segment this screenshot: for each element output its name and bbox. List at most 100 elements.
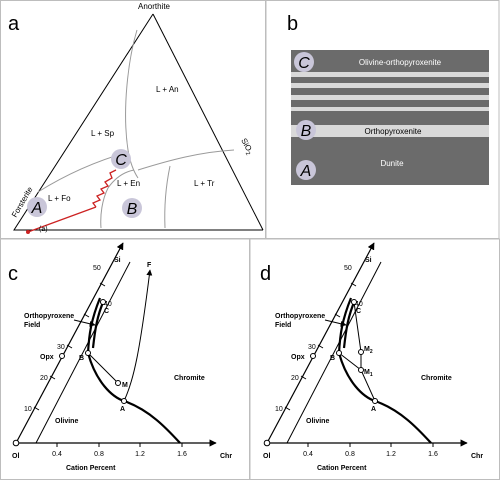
- si-tick-10-d: 10: [275, 406, 283, 413]
- marker-c-ternary: C: [111, 149, 131, 169]
- chromite-region-c: Chromite: [174, 375, 205, 382]
- point-b-c: [85, 350, 91, 356]
- panel-d-letter: d: [260, 263, 271, 285]
- point-m1-d: [358, 367, 364, 373]
- x-tick-1-2-d: 1.2: [386, 451, 396, 458]
- si-tick-10: 10: [24, 406, 32, 413]
- boundary-fo-en: [100, 169, 135, 229]
- origin-point: [12, 439, 20, 447]
- x-tick-0-8: 0.8: [94, 451, 104, 458]
- crystallization-zigzag: [91, 169, 117, 208]
- layer-orthopyroxenite-label: Orthopyroxenite: [365, 127, 422, 136]
- opx-field-label-line1-c: Orthopyroxene: [24, 313, 74, 320]
- panel-c-letter: c: [8, 263, 18, 285]
- marker-b-layers: B: [296, 120, 316, 140]
- opx-label-d: Opx: [291, 354, 305, 361]
- svg-text:B: B: [301, 123, 312, 140]
- panel-b-letter: b: [287, 13, 298, 35]
- boundary-inner: [91, 299, 106, 349]
- opx-line-d: [286, 261, 382, 444]
- edge-sio2-label: SiO2: [237, 137, 255, 157]
- point-m1-label-d: M1: [364, 369, 373, 378]
- point-a-d: [372, 398, 378, 404]
- si-axis-ticks-d: [284, 282, 357, 411]
- si-tick-50-d: 50: [344, 265, 352, 272]
- opx-field-label-line2-c: Field: [24, 322, 40, 329]
- origin-label: Ol: [12, 453, 19, 460]
- origin-point-d: [263, 439, 271, 447]
- layer-stripe-2: [291, 83, 489, 88]
- boundary-upper: [86, 297, 102, 354]
- panel-d: d 10 20 30 40 50 Si 0.4 0.8 1.2 1.6 Cati…: [260, 242, 483, 472]
- layer-dunite-label: Dunite: [380, 159, 404, 168]
- panel-a: a Anorthite L + Sp L + An L + Fo L + En …: [8, 2, 264, 234]
- si-axis: [15, 242, 124, 444]
- x-tick-0-4: 0.4: [52, 451, 62, 458]
- si-axis-ticks: [33, 282, 106, 411]
- point-c-d: [351, 299, 357, 305]
- point-m2-d: [358, 349, 364, 355]
- point-f-label-c: F: [147, 262, 152, 269]
- field-l-sp: L + Sp: [91, 129, 115, 138]
- field-l-fo: L + Fo: [48, 194, 71, 203]
- point-m2-label-d: M2: [364, 346, 373, 355]
- x-tick-0-8-d: 0.8: [345, 451, 355, 458]
- path-a-f: [123, 269, 153, 402]
- point-a-label-c: A: [120, 406, 125, 413]
- crystallization-path: [27, 206, 97, 233]
- point-c-label-c: C: [104, 308, 109, 315]
- x-axis-ticks: [56, 443, 183, 447]
- si-tick-40-d: 40: [355, 301, 363, 308]
- point-b-label-d: B: [330, 355, 335, 362]
- svg-text:C: C: [298, 55, 310, 72]
- si-apex-label: Si: [114, 257, 121, 264]
- olivine-region-c: Olivine: [55, 418, 78, 425]
- layer-orthopyroxenite: [291, 125, 489, 137]
- ternary-right-edge: [152, 13, 264, 231]
- boundary-an-tr: [137, 149, 235, 171]
- point-m-c: [115, 380, 121, 386]
- layer-olivine-orthopyroxenite-label: Olivine-orthopyroxenite: [359, 58, 442, 67]
- boundary-inner-d: [342, 299, 357, 349]
- point-b-label-c: B: [79, 355, 84, 362]
- field-leader-d: [324, 319, 347, 327]
- x-axis-label-d: Cation Percent: [317, 465, 367, 472]
- opx-line: [35, 261, 131, 444]
- point-c-label-d: C: [356, 308, 361, 315]
- svg-text:A: A: [300, 163, 312, 180]
- si-tick-30-d: 30: [308, 344, 316, 351]
- path-b-m1-d: [338, 352, 362, 371]
- field-l-an: L + An: [156, 85, 179, 94]
- path-label-a: (a): [39, 226, 48, 233]
- marker-c-layers: C: [294, 52, 314, 72]
- si-axis-d: [266, 242, 375, 444]
- path-a-m2-c-d: [353, 301, 376, 402]
- x-axis-ticks-d: [307, 443, 434, 447]
- si-tick-50: 50: [93, 265, 101, 272]
- opx-field-label-line2-d: Field: [275, 322, 291, 329]
- ternary-triangle: [13, 13, 263, 231]
- layer-stripe-1: [291, 72, 489, 77]
- boundary-lower-d: [337, 352, 432, 444]
- panel-a-letter: a: [8, 13, 20, 35]
- x-axis-label: Cation Percent: [66, 465, 116, 472]
- si-apex-label-d: Si: [365, 257, 372, 264]
- point-c-c: [100, 299, 106, 305]
- x-tick-1-2: 1.2: [135, 451, 145, 458]
- point-opx-d: [310, 353, 316, 359]
- field-leader-c: [73, 319, 96, 327]
- origin-label-d: Ol: [263, 453, 270, 460]
- layer-stripe-3: [291, 95, 489, 100]
- si-tick-30: 30: [57, 344, 65, 351]
- marker-a-ternary: A: [27, 197, 47, 217]
- point-opx-c: [59, 353, 65, 359]
- si-tick-20-d: 20: [291, 375, 299, 382]
- apex-anorthite-label: Anorthite: [138, 2, 171, 11]
- marker-a-layers: A: [296, 160, 316, 180]
- opx-label-c: Opx: [40, 354, 54, 361]
- si-tick-20: 20: [40, 375, 48, 382]
- field-l-tr: L + Tr: [194, 179, 215, 188]
- crystallization-start-point: [26, 230, 30, 234]
- marker-b-ternary: B: [122, 198, 142, 218]
